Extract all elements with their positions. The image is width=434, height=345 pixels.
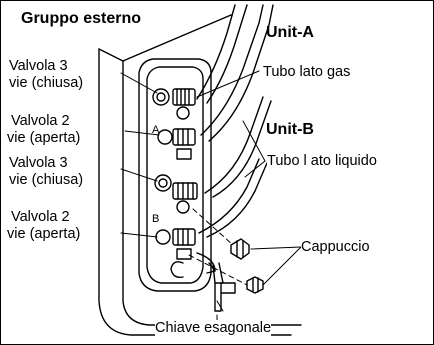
valve-b-2way-label-1: Valvola 2 (11, 209, 70, 226)
gas-pipe-label: Tubo lato gas (263, 64, 351, 81)
liquid-pipe-label: Tubo l ato liquido (267, 153, 377, 170)
leader-lines (120, 70, 302, 312)
title: Gruppo esterno (21, 10, 142, 27)
hex-wrench-label: Chiave esagonale (155, 320, 272, 337)
valve-b-2way-label-2: vie (aperta) (7, 226, 81, 243)
valve-b-2way (155, 228, 196, 260)
valve-a-2way-label-2: vie (aperta) (7, 130, 81, 147)
unit-body (98, 14, 302, 336)
letter-b-label: B (152, 213, 160, 225)
valve-panel (138, 58, 212, 292)
valve-a-2way (157, 128, 196, 160)
valve-a-2way-label-1: Valvola 2 (11, 113, 70, 130)
caps (230, 238, 264, 294)
unit-a-label: Unit-A (266, 24, 314, 41)
valve-a-3way (152, 88, 196, 120)
guide-lines (188, 208, 248, 286)
valve-a-3way-label-1: Valvola 3 (9, 58, 68, 75)
letter-a-label: A (152, 124, 160, 136)
unit-b-label: Unit-B (266, 121, 314, 138)
valve-b-3way-label-1: Valvola 3 (9, 155, 68, 172)
valve-b-3way (154, 174, 198, 214)
valve-a-3way-label-2: vie (chiusa) (9, 75, 84, 92)
valve-b-3way-label-2: vie (chiusa) (9, 172, 84, 189)
cap-label: Cappuccio (301, 239, 370, 256)
hex-wrench (170, 252, 236, 330)
pipes (196, 4, 274, 238)
